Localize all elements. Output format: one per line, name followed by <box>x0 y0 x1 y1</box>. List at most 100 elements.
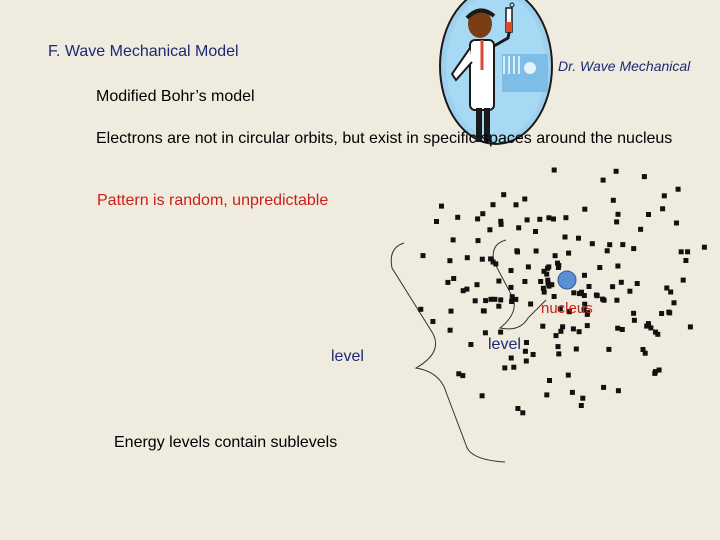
electron-dot-icon <box>516 225 522 231</box>
electron-dot-icon <box>492 296 498 302</box>
electron-dot-icon <box>450 237 456 243</box>
electron-dot-icon <box>508 268 514 273</box>
electron-dot-icon <box>447 327 453 333</box>
bullet-electrons: Electrons are not in circular orbits, bu… <box>96 130 673 147</box>
electron-dot-icon <box>614 219 620 225</box>
electron-dot-icon <box>562 234 568 240</box>
scientist-caption: Dr. Wave Mechanical <box>558 58 691 74</box>
electron-dot-icon <box>573 346 579 352</box>
electron-dot-icon <box>479 393 485 399</box>
electron-dot-icon <box>502 365 508 371</box>
electron-dot-icon <box>508 355 514 361</box>
electron-dot-icon <box>533 248 539 254</box>
electron-dot-icon <box>576 329 582 335</box>
electron-dot-icon <box>594 293 600 299</box>
electron-dot-icon <box>493 261 499 267</box>
electron-dot-icon <box>614 297 620 303</box>
electron-dot-icon <box>418 306 424 312</box>
electron-dot-icon <box>652 369 658 375</box>
electron-dot-icon <box>571 290 577 296</box>
electron-dot-icon <box>618 279 624 285</box>
electron-dot-icon <box>582 206 588 212</box>
electron-dot-icon <box>555 260 560 266</box>
electron-dot-icon <box>498 221 504 227</box>
bullet-pattern: Pattern is random, unpredictable <box>97 192 329 209</box>
electron-dot-icon <box>627 288 633 294</box>
electron-dot-icon <box>551 167 557 173</box>
electron-dot-icon <box>563 215 569 221</box>
electron-dot-icon <box>434 219 439 224</box>
electron-dot-icon <box>553 333 559 339</box>
electron-dot-icon <box>544 271 550 277</box>
electron-dot-icon <box>488 256 494 262</box>
electron-dot-icon <box>610 284 616 290</box>
electron-dot-icon <box>581 293 587 298</box>
electron-dot-icon <box>513 296 519 302</box>
electron-dot-icon <box>615 263 621 269</box>
electron-dot-icon <box>581 307 587 313</box>
inner-level-brace <box>492 239 547 330</box>
electron-dot-icon <box>496 303 502 309</box>
electron-dot-icon <box>545 280 551 286</box>
level-label-inner: level <box>488 336 521 353</box>
electron-dot-icon <box>638 226 644 232</box>
electron-dot-icon <box>509 294 515 300</box>
electron-dot-icon <box>578 403 584 408</box>
electron-dot-icon <box>488 296 494 302</box>
electron-dot-icon <box>661 193 667 199</box>
electron-dot-icon <box>549 282 555 288</box>
electron-dot-icon <box>447 258 453 264</box>
electron-dot-icon <box>685 249 691 255</box>
electron-dot-icon <box>683 258 689 263</box>
electron-dot-icon <box>537 216 543 222</box>
electron-dot-icon <box>514 248 520 254</box>
electron-dot-icon <box>546 283 552 289</box>
electron-dot-icon <box>582 301 588 307</box>
electron-dot-icon <box>566 309 572 315</box>
electron-dot-icon <box>515 406 521 411</box>
electron-dot-icon <box>546 264 552 270</box>
electron-dot-icon <box>556 351 562 357</box>
electron-dot-icon <box>645 321 651 327</box>
electron-dot-icon <box>589 241 595 247</box>
electron-dot-icon <box>585 310 590 316</box>
electron-dot-icon <box>660 206 666 212</box>
electron-dot-icon <box>455 214 461 220</box>
electron-dot-icon <box>480 308 486 314</box>
electron-dot-icon <box>530 352 536 357</box>
electron-dot-icon <box>545 277 551 283</box>
electron-dot-icon <box>525 264 531 270</box>
electron-dot-icon <box>430 319 436 324</box>
electron-dot-icon <box>552 253 558 259</box>
electron-dot-icon <box>615 325 621 331</box>
electron-dot-icon <box>610 197 616 203</box>
electron-dot-icon <box>456 371 462 377</box>
electron-dot-icon <box>464 255 470 261</box>
electron-dot-icon <box>586 284 592 289</box>
electron-dot-icon <box>656 367 662 373</box>
electron-dot-icon <box>597 265 603 270</box>
electron-dot-icon <box>487 227 493 233</box>
electron-dot-icon <box>475 238 481 244</box>
electron-dot-icon <box>551 294 557 299</box>
electron-dot-icon <box>666 309 672 315</box>
electron-dot-icon <box>687 324 693 330</box>
electron-dot-icon <box>501 192 507 198</box>
electron-dot-icon <box>607 242 613 248</box>
electron-dot-icon <box>460 373 466 379</box>
electron-dot-icon <box>496 278 502 284</box>
electron-dot-icon <box>546 215 552 221</box>
electron-dot-icon <box>511 364 517 370</box>
electron-dot-icon <box>620 242 626 248</box>
electron-dot-icon <box>520 410 526 416</box>
electron-dot-icon <box>606 346 612 352</box>
bullet-bohr-model: Modified Bohr’s model <box>96 88 255 105</box>
electron-dot-icon <box>582 272 587 278</box>
electron-dot-icon <box>601 297 607 303</box>
electron-dot-icon <box>619 327 625 332</box>
electron-dot-icon <box>631 246 637 252</box>
scientist-clipart-icon <box>439 0 553 145</box>
slide-title: F. Wave Mechanical Model <box>48 43 239 60</box>
electron-dot-icon <box>509 299 515 304</box>
